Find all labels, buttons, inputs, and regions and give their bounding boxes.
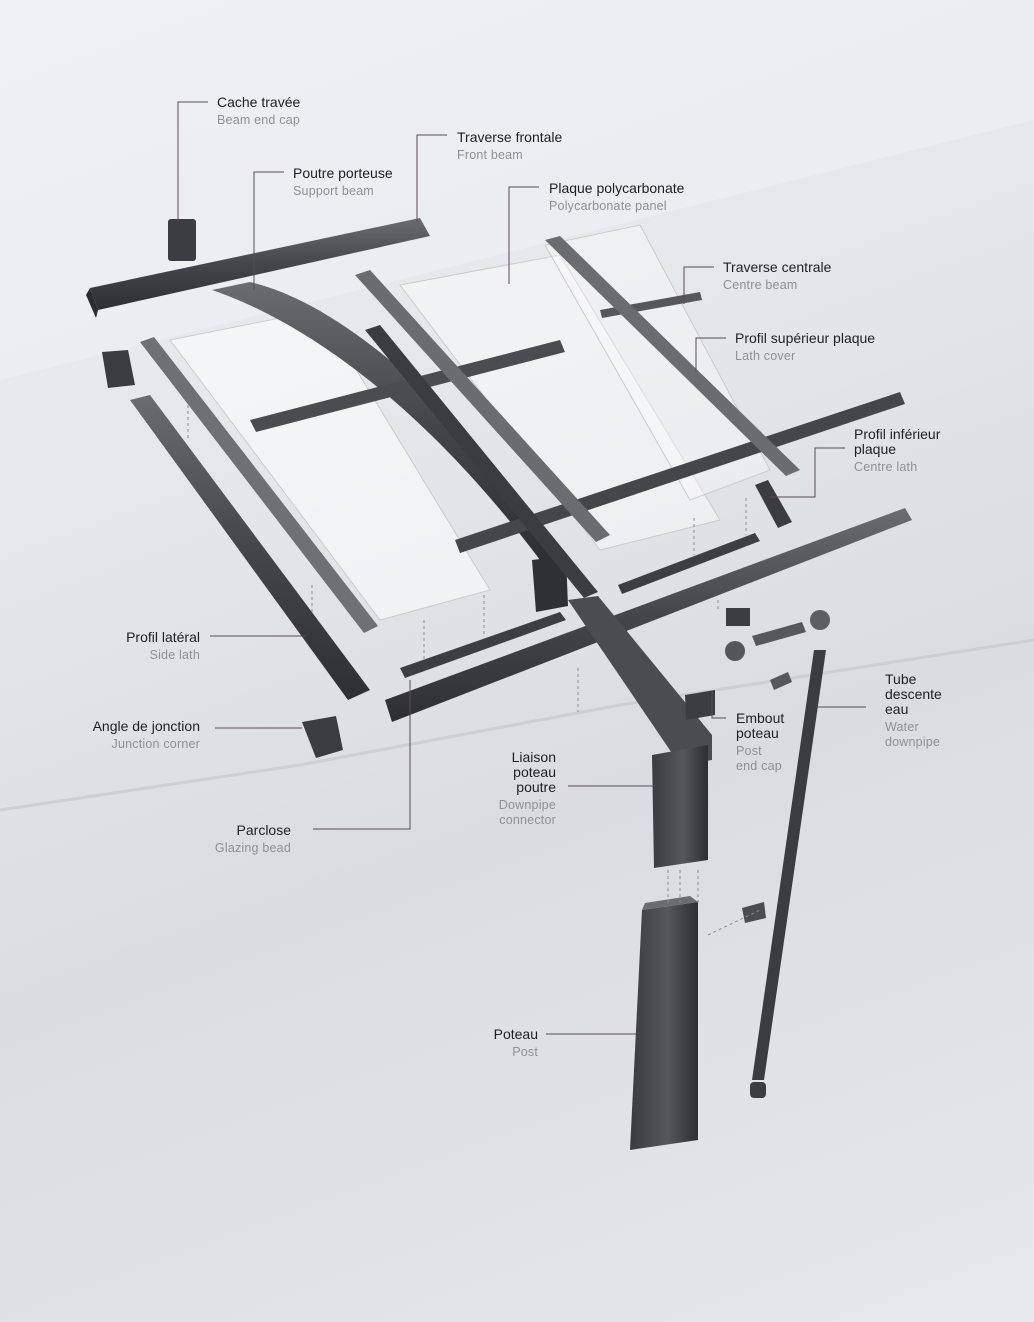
label-side-lath: Profil latéral Side lath	[126, 630, 200, 663]
lath-cover-middle	[355, 270, 610, 542]
label-side-lath-fr: Profil latéral	[126, 629, 200, 645]
water-downpipe-part	[752, 650, 826, 1080]
label-post-end-cap: Embout poteau Post end cap	[736, 711, 784, 774]
post-end-cap-part	[685, 690, 715, 720]
label-front-beam-en: Front beam	[457, 148, 523, 162]
label-lath-cover-en: Lath cover	[735, 349, 796, 363]
label-lath-cover: Profil supérieur plaque Lath cover	[735, 331, 875, 364]
centre-beam-2	[455, 392, 905, 553]
glazing-bead-right	[618, 533, 760, 594]
label-support-beam: Poutre porteuse Support beam	[293, 166, 393, 199]
label-centre-lath-en: Centre lath	[854, 460, 918, 474]
post-top	[642, 896, 698, 910]
label-glazing-bead: Parclose Glazing bead	[215, 823, 291, 856]
label-junction-corner: Angle de jonction Junction corner	[93, 719, 200, 752]
label-beam-end-cap: Cache travée Beam end cap	[217, 95, 300, 128]
glazing-bead-left	[400, 612, 566, 678]
label-side-lath-en: Side lath	[149, 648, 200, 662]
label-downpipe-connector-fr-2: poteau	[513, 764, 556, 780]
fitting-block	[726, 608, 750, 626]
leader-lines	[177, 101, 866, 1035]
support-beam	[212, 282, 565, 560]
floor-line	[0, 638, 1034, 812]
junction-corner-top	[102, 350, 135, 388]
beam-end-cap-part	[168, 219, 196, 261]
label-glazing-bead-en: Glazing bead	[214, 841, 291, 855]
label-lath-cover-fr: Profil supérieur plaque	[735, 330, 876, 346]
side-lath	[130, 395, 370, 700]
downpipe-connector-part	[652, 745, 708, 868]
label-downpipe-connector-fr-3: poutre	[516, 779, 556, 795]
label-centre-lath: Profil inférieur plaque Centre lath	[854, 427, 940, 475]
label-downpipe-connector: Liaison poteau poutre Downpipe connector	[499, 750, 556, 828]
label-post-end-cap-fr-2: poteau	[736, 725, 779, 741]
label-glazing-bead-fr: Parclose	[236, 822, 291, 838]
label-water-downpipe: Tube descente eau Water downpipe	[885, 672, 942, 750]
label-post-end-cap-fr-1: Embout	[736, 710, 785, 726]
label-post-end-cap-en-1: Post	[736, 744, 762, 758]
post-top-beam	[568, 596, 712, 765]
label-downpipe-connector-fr-1: Liaison	[511, 749, 556, 765]
clip-fitting-lower	[742, 902, 766, 923]
label-polycarbonate-panel: Plaque polycarbonate Polycarbonate panel	[549, 181, 684, 214]
downpipe-foot	[750, 1082, 766, 1098]
label-polycarbonate-panel-en: Polycarbonate panel	[549, 199, 667, 213]
label-centre-beam-fr: Traverse centrale	[723, 259, 832, 275]
label-beam-end-cap-en: Beam end cap	[217, 113, 301, 127]
label-water-downpipe-en-2: downpipe	[885, 735, 941, 749]
elbow-fitting	[810, 610, 830, 630]
label-post-end-cap-en-2: end cap	[736, 759, 782, 773]
label-water-downpipe-fr-2: descente	[885, 686, 942, 702]
label-front-beam-fr: Traverse frontale	[457, 129, 563, 145]
junction-corner-part	[302, 716, 343, 758]
centre-beam-1	[250, 340, 565, 432]
front-beam	[90, 218, 430, 310]
label-junction-corner-en: Junction corner	[111, 737, 200, 751]
centre-lath-middle	[365, 325, 598, 598]
label-water-downpipe-en-1: Water	[885, 720, 919, 734]
label-water-downpipe-fr-1: Tube	[885, 671, 917, 687]
label-centre-lath-fr-2: plaque	[854, 441, 897, 457]
label-downpipe-connector-en-1: Downpipe	[498, 798, 556, 812]
post-part	[630, 902, 698, 1150]
label-support-beam-en: Support beam	[293, 184, 374, 198]
support-beam-end	[532, 556, 568, 612]
centre-lath-right	[755, 480, 792, 528]
label-polycarbonate-panel-fr: Plaque polycarbonate	[549, 180, 685, 196]
front-beam-end	[86, 288, 98, 318]
gutter-profile	[385, 508, 912, 722]
fitting-ring	[725, 641, 745, 661]
label-junction-corner-fr: Angle de jonction	[92, 718, 200, 734]
label-centre-beam: Traverse centrale Centre beam	[723, 260, 831, 293]
lath-cover-left	[140, 337, 378, 633]
polycarbonate-panel-left	[169, 309, 491, 621]
label-post: Poteau Post	[494, 1027, 538, 1060]
label-beam-end-cap-fr: Cache travée	[217, 94, 301, 110]
label-centre-lath-fr-1: Profil inférieur	[854, 426, 941, 442]
lath-cover-right	[545, 236, 800, 476]
label-water-downpipe-fr-3: eau	[885, 701, 909, 717]
label-post-fr: Poteau	[493, 1026, 538, 1042]
fitting-tube	[752, 622, 806, 646]
label-support-beam-fr: Poutre porteuse	[293, 165, 393, 181]
label-centre-beam-en: Centre beam	[723, 278, 798, 292]
label-downpipe-connector-en-2: connector	[499, 813, 556, 827]
clip-fitting	[770, 672, 792, 690]
label-post-en: Post	[512, 1045, 538, 1059]
label-front-beam: Traverse frontale Front beam	[457, 130, 562, 163]
assembly-guides	[187, 405, 761, 936]
